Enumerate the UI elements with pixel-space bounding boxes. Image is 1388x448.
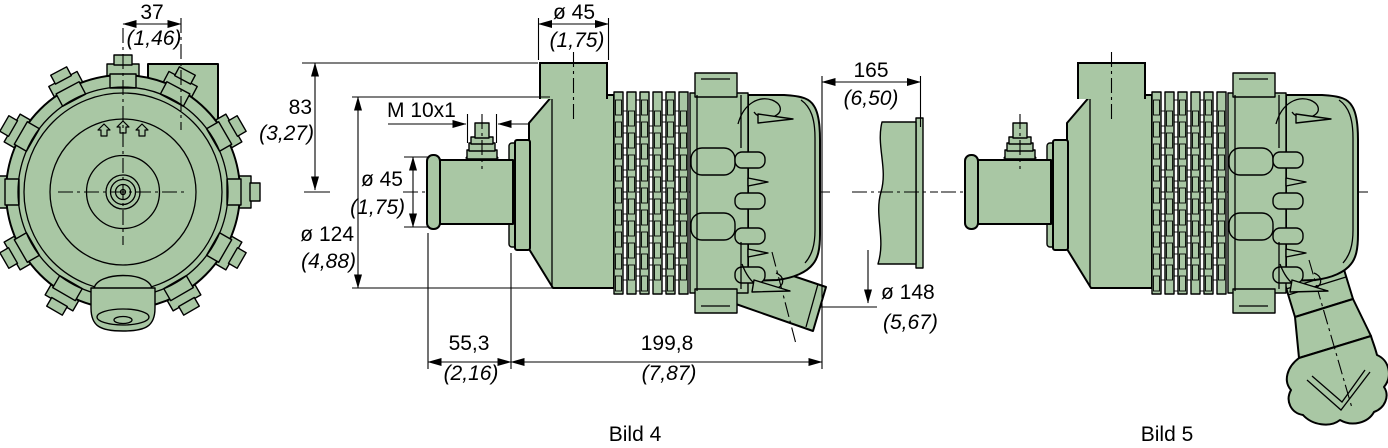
dimension-83: 83 (3,27): [259, 62, 538, 193]
direction-arrows: [97, 120, 149, 137]
dim-inlet-port-inch: (1,75): [350, 196, 405, 219]
dim-band-dia-value: ø 148: [881, 281, 935, 304]
dim-83-inch: (3,27): [259, 122, 314, 145]
dim-37-inch: (1,46): [127, 27, 182, 50]
dimension-inlet-length: 55,3 (2,16): [427, 233, 512, 385]
side-view-bild5: Bild 5: [940, 51, 1388, 446]
side-view-bild4: ø 45 (1,75) 83 (3,27) M 10x1 ø 45 (1,75): [259, 1, 938, 446]
dim-band-dia-inch: (5,67): [883, 311, 938, 334]
dim-body-length-inch: (7,87): [642, 362, 697, 385]
caption-bild5: Bild 5: [1141, 423, 1194, 446]
dim-inlet-length-value: 55,3: [449, 332, 490, 355]
dim-37-value: 37: [140, 1, 163, 24]
dim-band-pos-inch: (6,50): [844, 87, 899, 110]
dimension-37: 37 (1,46): [122, 1, 182, 50]
dim-inlet-port-value: ø 45: [361, 168, 403, 191]
dim-inlet-length-inch: (2,16): [444, 362, 499, 385]
dust-cup: [90, 274, 156, 332]
dim-83-value: 83: [289, 96, 312, 119]
dimension-inlet-port: ø 45 (1,75): [350, 156, 430, 228]
caption-bild4: Bild 4: [609, 423, 662, 446]
dim-top-port-value: ø 45: [553, 1, 595, 24]
dimension-thread: M 10x1: [387, 99, 530, 143]
dimension-band-dia: ø 148 (5,67): [820, 250, 938, 334]
dimension-body-dia: ø 124 (4,88): [300, 96, 553, 289]
dim-top-port-inch: (1,75): [550, 29, 605, 52]
dim-body-dia-value: ø 124: [300, 223, 354, 246]
dimension-top-port: ø 45 (1,75): [537, 1, 610, 60]
dim-body-length-value: 199,8: [641, 332, 694, 355]
dim-thread-value: M 10x1: [387, 99, 456, 122]
clamp-band-section: [852, 117, 938, 269]
front-view: 37 (1,46): [0, 1, 261, 332]
dimension-body-length: 199,8 (7,87): [510, 76, 823, 385]
clip-ring-inner: [4, 73, 242, 302]
dim-band-pos-value: 165: [853, 59, 888, 82]
dimension-band-pos: 165 (6,50): [821, 59, 922, 127]
dim-body-dia-inch: (4,88): [301, 250, 356, 273]
